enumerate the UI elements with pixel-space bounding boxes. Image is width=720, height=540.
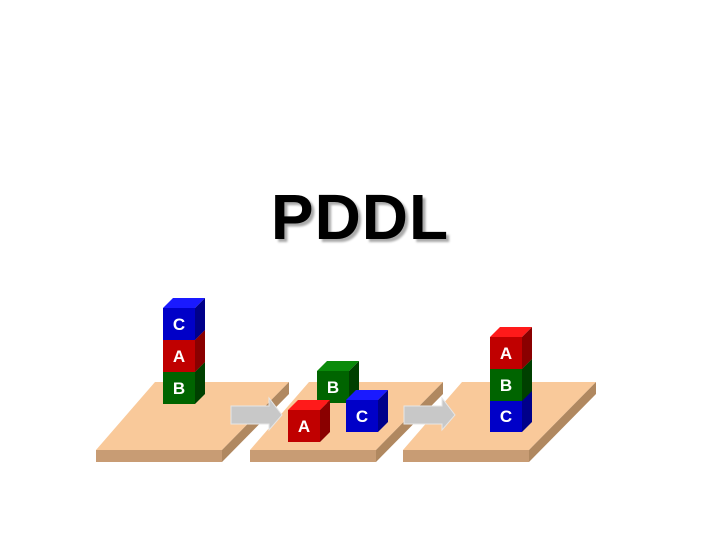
block-a: A <box>288 400 330 442</box>
block-label: A <box>298 417 310 436</box>
slide-title: PDDL <box>270 181 450 253</box>
block-label: B <box>500 376 512 395</box>
transition-arrow-icon-2 <box>403 396 456 432</box>
block-label: C <box>173 315 185 334</box>
block-label: A <box>173 347 185 366</box>
block-label: C <box>500 407 512 426</box>
block-c: C <box>163 298 205 340</box>
block-label: B <box>173 379 185 398</box>
block-label: C <box>356 407 368 426</box>
block-c: C <box>346 390 388 432</box>
block-a: A <box>490 327 532 369</box>
block-label: A <box>500 344 512 363</box>
block-label: B <box>327 378 339 397</box>
transition-arrow-icon-1 <box>230 396 283 432</box>
